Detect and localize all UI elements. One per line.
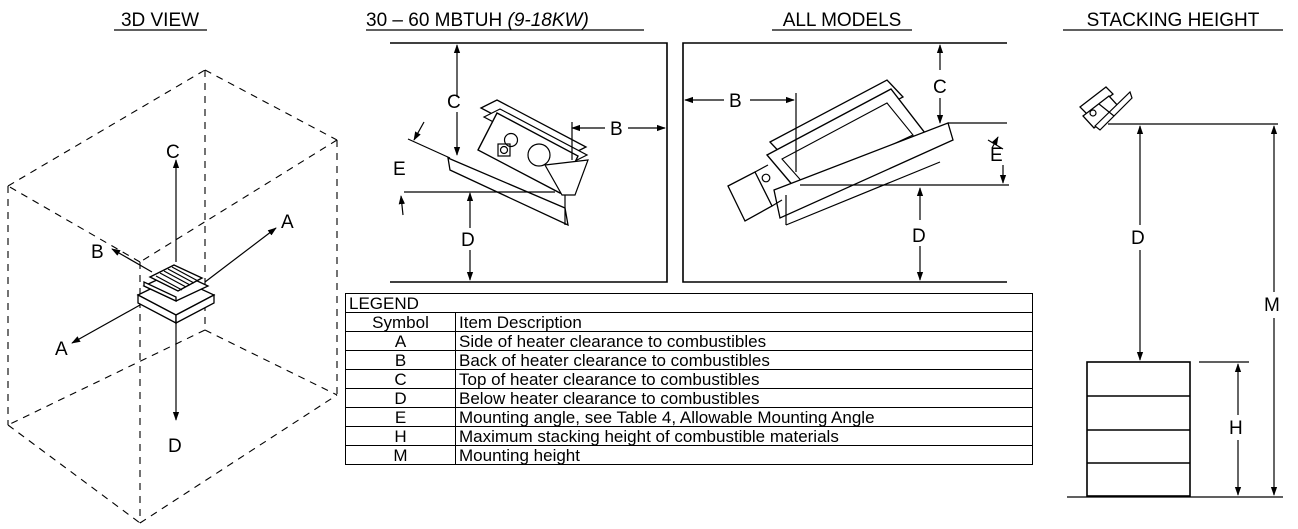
all-models-dimensions <box>684 44 1009 281</box>
stacking-boxes <box>1086 361 1191 497</box>
stacking-label-m: M <box>1264 295 1280 316</box>
all-models-label-b: B <box>729 91 742 112</box>
legend-symbol: H <box>345 426 456 446</box>
legend-symbol: E <box>345 407 456 427</box>
heading-stacking-height: STACKING HEIGHT <box>1087 10 1260 31</box>
legend-row: C Top of heater clearance to combustible… <box>345 369 1033 389</box>
stacking-dimensions <box>1108 123 1278 496</box>
stacking-label-d: D <box>1131 228 1145 249</box>
all-models-label-e: E <box>990 145 1003 166</box>
view-3d-arrows <box>71 159 277 421</box>
legend-header-description: Item Description <box>455 312 1033 332</box>
view-3d-label-a-right: A <box>281 212 294 233</box>
legend-row: A Side of heater clearance to combustibl… <box>345 331 1033 351</box>
legend-title: LEGEND <box>345 293 1033 313</box>
legend-symbol: B <box>345 350 456 370</box>
mbtuh-label-e: E <box>393 159 406 180</box>
legend-description: Mounting height <box>455 445 1033 465</box>
all-models-heater <box>727 79 954 226</box>
legend-description: Back of heater clearance to combustibles <box>455 350 1033 370</box>
legend-row: D Below heater clearance to combustibles <box>345 388 1033 408</box>
mbtuh-label-c: C <box>447 92 461 113</box>
view-3d-label-b: B <box>91 242 104 263</box>
legend-description: Side of heater clearance to combustibles <box>455 331 1033 351</box>
mbtuh-label-d: D <box>461 230 475 251</box>
heading-3d-view: 3D VIEW <box>121 10 199 31</box>
legend-symbol: A <box>345 331 456 351</box>
legend-row: H Maximum stacking height of combustible… <box>345 426 1033 446</box>
all-models-label-d: D <box>912 226 926 247</box>
legend-title-row: LEGEND <box>345 293 1033 313</box>
all-models-label-c: C <box>933 77 947 98</box>
legend-description: Mounting angle, see Table 4, Allowable M… <box>455 407 1033 427</box>
heading-all-models: ALL MODELS <box>783 10 902 31</box>
stacking-heater <box>1079 86 1133 131</box>
all-models-wall-frame <box>682 42 1007 283</box>
legend-row: M Mounting height <box>345 445 1033 465</box>
legend-description: Maximum stacking height of combustible m… <box>455 426 1033 446</box>
legend-description: Top of heater clearance to combustibles <box>455 369 1033 389</box>
legend-symbol: D <box>345 388 456 408</box>
legend-header-row: Symbol Item Description <box>345 312 1033 332</box>
mbtuh-label-b: B <box>610 119 623 140</box>
mbtuh-heater <box>447 99 589 227</box>
legend-symbol: M <box>345 445 456 465</box>
heading-mbtuh: 30 – 60 MBTUH (9-18KW) <box>366 10 589 31</box>
view-3d-label-c: C <box>166 142 180 163</box>
legend-row: E Mounting angle, see Table 4, Allowable… <box>345 407 1033 427</box>
view-3d-label-a-left: A <box>55 339 68 360</box>
stacking-label-h: H <box>1229 418 1243 439</box>
legend-description: Below heater clearance to combustibles <box>455 388 1033 408</box>
legend-symbol: C <box>345 369 456 389</box>
legend-table: LEGEND Symbol Item Description A Side of… <box>345 293 1033 465</box>
legend-row: B Back of heater clearance to combustibl… <box>345 350 1033 370</box>
mbtuh-wall-frame <box>390 42 668 283</box>
view-3d-label-d: D <box>168 436 182 457</box>
view-3d-heater <box>136 264 216 325</box>
legend-header-symbol: Symbol <box>345 312 456 332</box>
mbtuh-dimensions <box>398 44 666 281</box>
view-3d-box <box>7 69 338 524</box>
